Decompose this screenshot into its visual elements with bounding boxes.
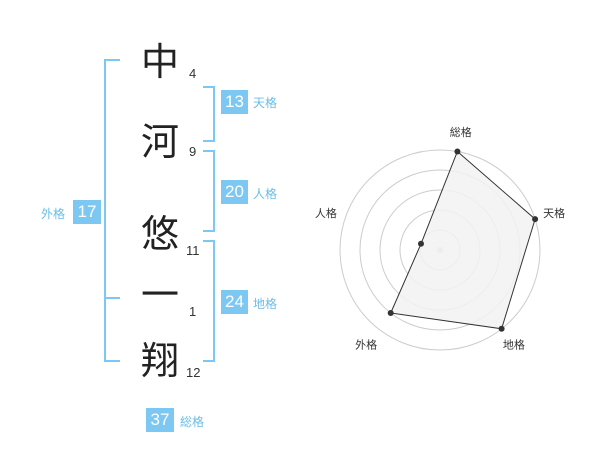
stroke-count-3: 11 (186, 243, 200, 258)
radar-axis-label-1: 総格 (450, 125, 472, 139)
gaikaku-bracket-divider (104, 297, 120, 299)
stroke-count-2: 9 (189, 144, 197, 159)
gaikaku-bracket (104, 59, 120, 362)
jinkaku-bracket (203, 150, 215, 232)
tenkaku-label: 天格 (253, 96, 278, 110)
soukaku-label: 総格 (180, 415, 205, 429)
radar-point-3 (498, 325, 505, 332)
tenkaku-bracket (203, 86, 215, 142)
name-char-4: 一 (140, 273, 179, 317)
radar-ring-5 (339, 149, 541, 351)
stroke-count-1: 4 (189, 66, 197, 81)
radar-point-4 (387, 310, 394, 316)
gaikaku-label: 外格 (41, 207, 66, 221)
jinkaku-value-badge: 20 (221, 180, 248, 204)
stroke-count-4: 1 (189, 304, 197, 319)
stroke-count-5: 12 (186, 365, 201, 380)
name-char-3: 悠 (140, 212, 179, 256)
radar-point-5 (418, 240, 424, 247)
radar-axis-label-3: 地格 (503, 338, 525, 352)
radar-axis-label-4: 外格 (355, 338, 377, 352)
chikaku-value-badge: 24 (221, 290, 248, 314)
radar-point-1 (454, 148, 461, 155)
radar-point-2 (532, 216, 539, 223)
soukaku-value-badge: 37 (146, 408, 174, 432)
chikaku-label: 地格 (253, 297, 278, 311)
gaikaku-value-badge: 17 (73, 200, 101, 224)
name-char-2: 河 (140, 120, 179, 164)
radar-value-polygon (389, 150, 536, 330)
radar-axis-label-5: 人格 (315, 206, 337, 220)
name-char-5: 翔 (140, 339, 179, 383)
name-char-1: 中 (140, 40, 179, 84)
chikaku-bracket (203, 240, 215, 362)
jinkaku-label: 人格 (253, 187, 278, 201)
radar-value-points (387, 148, 539, 332)
radar-axis-label-2: 天格 (543, 206, 565, 220)
tenkaku-value-badge: 13 (221, 90, 248, 114)
